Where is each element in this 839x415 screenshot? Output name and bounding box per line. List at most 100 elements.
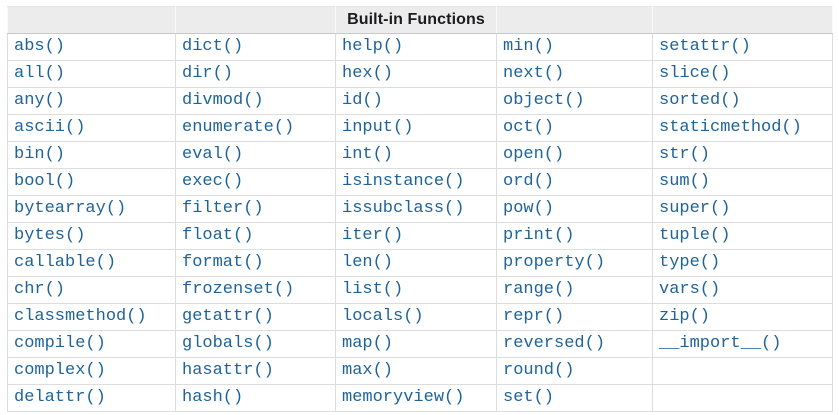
- function-link[interactable]: globals(): [182, 334, 274, 353]
- table-cell: eval(): [175, 141, 336, 169]
- function-link[interactable]: iter(): [342, 226, 404, 245]
- function-link[interactable]: bin(): [14, 145, 66, 164]
- function-link[interactable]: str(): [659, 145, 711, 164]
- function-link[interactable]: enumerate(): [182, 118, 295, 137]
- table-cell: input(): [335, 114, 497, 142]
- function-link[interactable]: bool(): [14, 172, 76, 191]
- function-link[interactable]: bytes(): [14, 226, 86, 245]
- table-row: ascii() enumerate() input() oct() staticmeth…: [7, 114, 833, 142]
- function-link[interactable]: locals(): [342, 307, 424, 326]
- table-cell: filter(): [175, 195, 336, 223]
- table-cell: str(): [652, 141, 833, 169]
- function-link[interactable]: issubclass(): [342, 199, 465, 218]
- function-link[interactable]: id(): [342, 91, 383, 110]
- function-link[interactable]: repr(): [503, 307, 565, 326]
- function-link[interactable]: dir(): [182, 64, 234, 83]
- function-link[interactable]: dict(): [182, 37, 244, 56]
- table-cell: sorted(): [652, 87, 833, 115]
- header-cell-empty: [175, 6, 336, 34]
- function-link[interactable]: oct(): [503, 118, 555, 137]
- table-cell: round(): [496, 357, 653, 385]
- table-cell: reversed(): [496, 330, 653, 358]
- table-cell: divmod(): [175, 87, 336, 115]
- function-link[interactable]: chr(): [14, 280, 66, 299]
- function-link[interactable]: float(): [182, 226, 254, 245]
- function-link[interactable]: bytearray(): [14, 199, 127, 218]
- function-link[interactable]: vars(): [659, 280, 721, 299]
- function-link[interactable]: compile(): [14, 334, 106, 353]
- function-link[interactable]: hex(): [342, 64, 394, 83]
- function-link[interactable]: list(): [342, 280, 404, 299]
- function-link[interactable]: staticmethod(): [659, 118, 802, 137]
- table-cell: map(): [335, 330, 497, 358]
- table-cell: list(): [335, 276, 497, 304]
- function-link[interactable]: divmod(): [182, 91, 264, 110]
- function-link[interactable]: help(): [342, 37, 404, 56]
- table-cell: bytearray(): [7, 195, 176, 223]
- function-link[interactable]: super(): [659, 199, 731, 218]
- function-link[interactable]: tuple(): [659, 226, 731, 245]
- table-cell: pow(): [496, 195, 653, 223]
- function-link[interactable]: int(): [342, 145, 394, 164]
- function-link[interactable]: delattr(): [14, 388, 106, 407]
- function-link[interactable]: zip(): [659, 307, 711, 326]
- function-link[interactable]: setattr(): [659, 37, 751, 56]
- table-cell: print(): [496, 222, 653, 250]
- function-link[interactable]: isinstance(): [342, 172, 465, 191]
- function-link[interactable]: filter(): [182, 199, 264, 218]
- function-link[interactable]: getattr(): [182, 307, 274, 326]
- table-cell: delattr(): [7, 384, 176, 412]
- table-cell: ascii(): [7, 114, 176, 142]
- function-link[interactable]: print(): [503, 226, 575, 245]
- table-cell: zip(): [652, 303, 833, 331]
- function-link[interactable]: property(): [503, 253, 606, 272]
- table-cell: max(): [335, 357, 497, 385]
- function-link[interactable]: reversed(): [503, 334, 606, 353]
- table-cell: property(): [496, 249, 653, 277]
- function-link[interactable]: hash(): [182, 388, 244, 407]
- table-cell: isinstance(): [335, 168, 497, 196]
- table-row: bytearray() filter() issubclass() pow() supe…: [7, 195, 833, 223]
- function-link[interactable]: complex(): [14, 361, 106, 380]
- function-link[interactable]: open(): [503, 145, 565, 164]
- function-link[interactable]: map(): [342, 334, 394, 353]
- table-cell: iter(): [335, 222, 497, 250]
- table-cell: repr(): [496, 303, 653, 331]
- function-link[interactable]: ord(): [503, 172, 555, 191]
- function-link[interactable]: slice(): [659, 64, 731, 83]
- table-cell: setattr(): [652, 33, 833, 61]
- function-link[interactable]: format(): [182, 253, 264, 272]
- table-cell: open(): [496, 141, 653, 169]
- function-link[interactable]: input(): [342, 118, 414, 137]
- table-row: callable() format() len() property() type(): [7, 249, 833, 277]
- function-link[interactable]: frozenset(): [182, 280, 295, 299]
- function-link[interactable]: any(): [14, 91, 66, 110]
- function-link[interactable]: next(): [503, 64, 565, 83]
- function-link[interactable]: hasattr(): [182, 361, 274, 380]
- function-link[interactable]: set(): [503, 388, 555, 407]
- function-link[interactable]: ascii(): [14, 118, 86, 137]
- function-link[interactable]: exec(): [182, 172, 244, 191]
- function-link[interactable]: __import__(): [659, 334, 782, 353]
- function-link[interactable]: classmethod(): [14, 307, 147, 326]
- table-body: abs() dict() help() min() setattr() all() dir(…: [7, 33, 833, 412]
- function-link[interactable]: min(): [503, 37, 555, 56]
- table-cell: sum(): [652, 168, 833, 196]
- function-link[interactable]: type(): [659, 253, 721, 272]
- table-cell: type(): [652, 249, 833, 277]
- function-link[interactable]: memoryview(): [342, 388, 465, 407]
- function-link[interactable]: callable(): [14, 253, 117, 272]
- function-link[interactable]: all(): [14, 64, 66, 83]
- function-link[interactable]: pow(): [503, 199, 555, 218]
- function-link[interactable]: sorted(): [659, 91, 741, 110]
- function-link[interactable]: sum(): [659, 172, 711, 191]
- table-cell: oct(): [496, 114, 653, 142]
- function-link[interactable]: len(): [342, 253, 394, 272]
- function-link[interactable]: abs(): [14, 37, 66, 56]
- function-link[interactable]: round(): [503, 361, 575, 380]
- table-row: delattr() hash() memoryview() set(): [7, 384, 833, 412]
- function-link[interactable]: object(): [503, 91, 585, 110]
- function-link[interactable]: range(): [503, 280, 575, 299]
- function-link[interactable]: eval(): [182, 145, 244, 164]
- function-link[interactable]: max(): [342, 361, 394, 380]
